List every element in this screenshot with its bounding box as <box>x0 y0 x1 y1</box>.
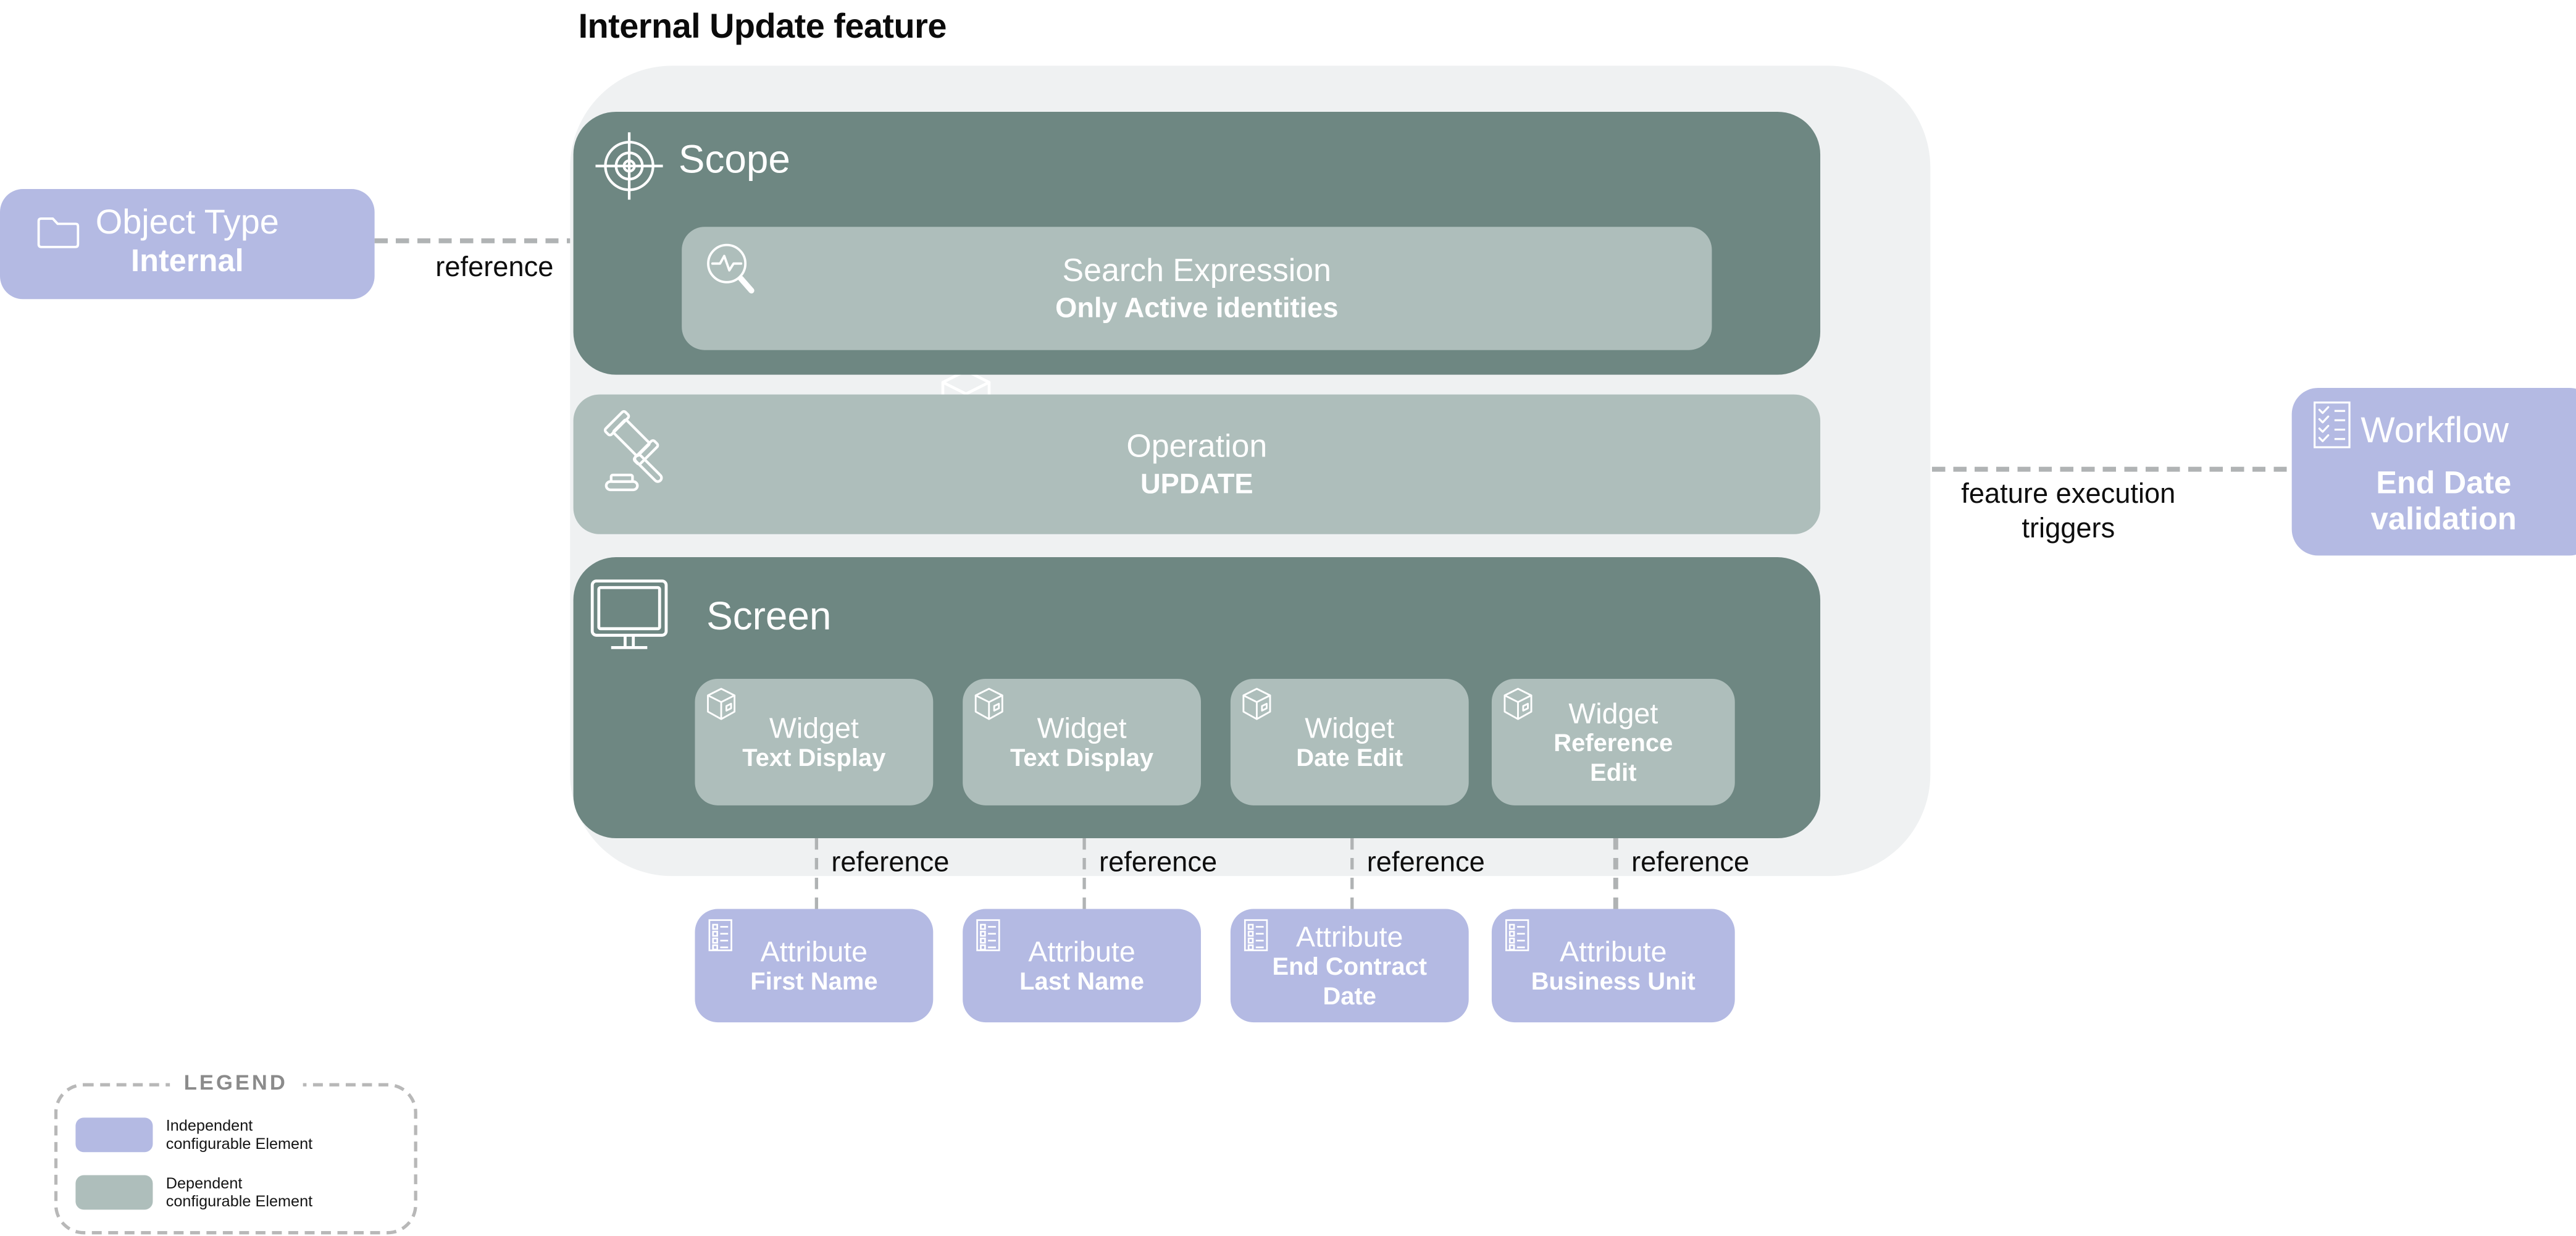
object-type-card: Object Type Internal <box>0 189 375 300</box>
monitor-icon <box>590 579 669 651</box>
widget-card: Widget Date Edit <box>1230 678 1469 805</box>
workflow-value: End Date validation <box>2292 467 2576 539</box>
widget-value: Date Edit <box>1296 744 1403 772</box>
object-type-text: Object Type Internal <box>0 204 375 281</box>
search-expression-value: Only Active identities <box>1055 292 1339 324</box>
attribute-card: Attribute Business Unit <box>1491 909 1735 1023</box>
attribute-title: Attribute <box>1560 935 1667 968</box>
package-icon <box>706 687 736 721</box>
attribute-card: Attribute End Contract Date <box>1230 909 1469 1023</box>
attribute-text: Attribute Last Name <box>963 909 1201 1022</box>
attribute-list-icon <box>976 919 1000 951</box>
reference-label: reference <box>1366 846 1485 878</box>
widget-title: Widget <box>769 711 859 744</box>
package-icon <box>974 687 1004 721</box>
legend-swatch-independent <box>75 1117 153 1153</box>
legend: LEGEND Independent configurable Element … <box>54 1070 417 1235</box>
screen-label: Screen <box>706 595 832 640</box>
trigger-label: feature execution triggers <box>1961 478 2176 544</box>
widget-text: Widget Text Display <box>963 679 1201 805</box>
attribute-card: Attribute First Name <box>695 909 934 1023</box>
widget-card: Widget Text Display <box>695 678 934 805</box>
attribute-list-icon <box>1244 919 1268 951</box>
folder-icon <box>36 212 81 250</box>
connector-line <box>1931 466 2292 472</box>
scope-label: Scope <box>678 138 790 183</box>
widget-value: Text Display <box>1010 744 1154 772</box>
attribute-title: Attribute <box>760 935 868 968</box>
gavel-icon <box>590 410 682 502</box>
attribute-value: Last Name <box>1019 967 1145 996</box>
search-pulse-icon <box>703 242 764 302</box>
connector-line <box>1082 838 1086 911</box>
package-icon <box>1242 687 1271 721</box>
connector-line <box>814 838 819 911</box>
workflow-value-text: End Date validation <box>2370 466 2517 538</box>
connector-line <box>374 238 571 243</box>
reference-label: reference <box>1631 846 1750 878</box>
attribute-value: First Name <box>750 967 878 996</box>
package-icon <box>1503 687 1533 721</box>
scope-section: Scope Search Expression Only Active iden… <box>573 111 1821 375</box>
widget-card: Widget Reference Edit <box>1491 678 1735 805</box>
attribute-value: Business Unit <box>1531 967 1696 996</box>
operation-value: UPDATE <box>1140 468 1253 500</box>
widget-text: Widget Text Display <box>695 679 933 805</box>
attribute-text: Attribute First Name <box>695 909 933 1022</box>
workflow-title: Workflow <box>2361 409 2509 451</box>
operation-text: Operation UPDATE <box>574 395 1820 534</box>
search-expression-card: Search Expression Only Active identities <box>682 227 1712 350</box>
attribute-list-icon <box>708 919 733 951</box>
attribute-list-icon <box>1505 919 1529 951</box>
attribute-card: Attribute Last Name <box>963 909 1201 1023</box>
workflow-card: Workflow End Date validation <box>2291 387 2576 556</box>
reference-label: reference <box>435 251 554 283</box>
reference-label: reference <box>831 846 950 878</box>
widget-text: Widget Reference Edit <box>1492 679 1735 805</box>
widget-text: Widget Date Edit <box>1231 679 1469 805</box>
legend-label: Dependent configurable Element <box>165 1175 313 1212</box>
search-expression-text: Search Expression Only Active identities <box>682 227 1712 350</box>
widget-title: Widget <box>1568 697 1658 730</box>
attribute-text: Attribute Business Unit <box>1492 909 1735 1022</box>
legend-title: LEGEND <box>169 1070 303 1095</box>
attribute-text: Attribute End Contract Date <box>1231 909 1469 1022</box>
page-title: Internal Update feature <box>578 8 947 46</box>
attribute-value: End Contract Date <box>1272 953 1428 1011</box>
legend-swatch-dependent <box>75 1175 153 1210</box>
widget-title: Widget <box>1037 711 1127 744</box>
object-type-value: Internal <box>131 245 244 280</box>
attribute-title: Attribute <box>1028 935 1135 968</box>
search-expression-title: Search Expression <box>1062 253 1332 290</box>
attribute-title: Attribute <box>1296 920 1403 954</box>
reference-label: reference <box>1099 846 1218 878</box>
checklist-icon <box>2313 401 2351 448</box>
widget-value: Reference Edit <box>1554 729 1673 787</box>
target-icon <box>593 130 666 202</box>
connector-line <box>1613 838 1618 911</box>
operation-title: Operation <box>1126 429 1268 466</box>
legend-label: Independent configurable Element <box>165 1117 313 1154</box>
widget-title: Widget <box>1305 711 1395 744</box>
object-type-title: Object Type <box>95 203 279 242</box>
widget-card: Widget Text Display <box>963 678 1201 805</box>
connector-line <box>1349 838 1354 911</box>
operation-section: Operation UPDATE <box>573 394 1821 534</box>
widget-value: Text Display <box>742 744 886 772</box>
